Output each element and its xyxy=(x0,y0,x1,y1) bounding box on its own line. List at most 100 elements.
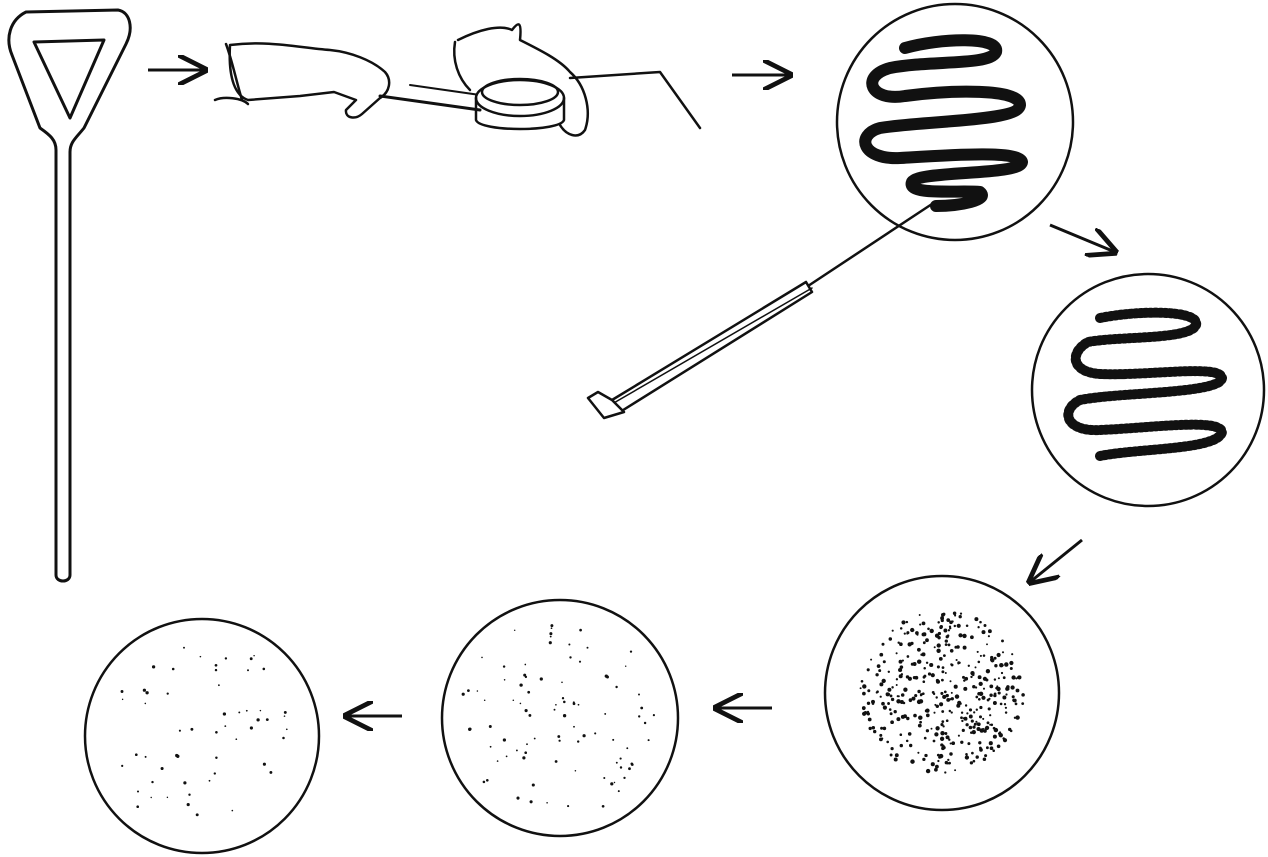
colony-dot xyxy=(986,643,988,646)
colony-dot xyxy=(630,762,634,766)
colony-dot xyxy=(586,646,589,649)
colony-dot xyxy=(550,627,553,630)
colony-dot xyxy=(899,642,903,647)
colony-dot xyxy=(915,631,919,635)
colony-dot xyxy=(951,741,956,746)
colony-dot xyxy=(979,654,982,657)
colony-dot xyxy=(1014,702,1018,706)
colony-dot xyxy=(527,690,531,694)
colony-dot xyxy=(582,734,586,738)
colony-dot xyxy=(199,655,202,658)
colony-dot xyxy=(956,645,960,649)
colony-dot xyxy=(1004,711,1008,714)
colony-dot xyxy=(906,655,910,658)
colony-dot xyxy=(893,710,897,714)
colony-dot xyxy=(894,753,899,758)
colony-dot xyxy=(1001,639,1004,643)
colony-dot xyxy=(871,699,875,704)
colony-dot xyxy=(975,720,978,723)
colony-dot xyxy=(935,726,940,731)
colony-dot xyxy=(238,711,241,714)
colony-dot xyxy=(900,693,905,697)
colony-dot xyxy=(911,696,916,701)
colony-dot xyxy=(992,734,997,739)
colony-dot xyxy=(961,728,965,732)
colony-dot xyxy=(526,743,528,746)
colony-dot xyxy=(895,652,898,655)
colony-dot xyxy=(942,694,947,699)
colony-dot xyxy=(937,759,940,763)
dense-colony-plate xyxy=(823,574,1061,812)
colony-dot xyxy=(978,681,983,687)
colony-dot xyxy=(896,699,901,704)
colony-dot xyxy=(868,726,872,731)
colony-dot xyxy=(983,624,987,627)
colony-dot xyxy=(629,650,633,653)
spreader-tool xyxy=(7,8,132,583)
colony-dot xyxy=(936,648,941,653)
colony-dot xyxy=(941,746,945,751)
colony-dot xyxy=(1002,695,1007,700)
colony-dot xyxy=(944,760,949,765)
colony-dot xyxy=(1000,671,1004,675)
colony-dot xyxy=(941,670,945,674)
colony-dot xyxy=(1011,695,1015,699)
colony-dot xyxy=(952,611,957,616)
colony-dot xyxy=(921,652,926,657)
colony-dot xyxy=(615,685,618,689)
colony-dot xyxy=(941,720,945,723)
colony-dot xyxy=(1006,685,1010,689)
colony-dot xyxy=(930,727,933,730)
colony-dot xyxy=(949,698,952,701)
colony-dot xyxy=(638,693,640,696)
colony-dot xyxy=(867,717,872,722)
colony-dot xyxy=(912,662,917,666)
arrow-down-left-icon xyxy=(1030,538,1083,582)
colony-dot xyxy=(947,758,950,762)
colony-dot xyxy=(948,625,952,628)
colony-dot xyxy=(870,658,873,661)
colony-dot xyxy=(882,660,886,664)
colony-dot xyxy=(524,751,528,755)
colony-dot xyxy=(994,664,998,668)
colony-dot xyxy=(918,614,921,616)
colony-dot xyxy=(890,747,894,751)
colony-dot xyxy=(1013,716,1017,719)
colony-dot xyxy=(924,753,928,758)
colony-dot xyxy=(626,747,629,750)
colony-dot xyxy=(950,691,953,694)
colony-dot xyxy=(968,714,973,719)
colony-dot xyxy=(957,700,962,705)
colony-dot xyxy=(946,618,951,622)
colony-dot xyxy=(981,695,986,700)
colony-dot xyxy=(996,744,1001,749)
colony-dot xyxy=(529,800,533,804)
colony-dot xyxy=(929,628,934,634)
colony-dot xyxy=(976,650,979,653)
colony-dot xyxy=(601,804,605,808)
colony-dot xyxy=(950,697,954,701)
colony-dot xyxy=(121,764,124,768)
colony-dot xyxy=(1009,660,1014,666)
colony-dot xyxy=(249,657,253,661)
colony-dot xyxy=(878,669,882,673)
colony-dot xyxy=(997,677,1000,680)
colony-dot xyxy=(1001,664,1004,667)
colony-dot xyxy=(972,759,976,763)
colony-dot xyxy=(862,707,866,711)
colony-dot xyxy=(970,675,973,679)
colony-dot xyxy=(1012,698,1017,703)
colony-dot xyxy=(990,658,995,663)
colony-dot xyxy=(214,663,218,667)
colony-dot xyxy=(982,676,987,681)
colony-dot xyxy=(979,620,982,624)
colony-dot xyxy=(977,626,980,629)
colony-dot xyxy=(935,678,939,682)
colony-dot xyxy=(567,805,570,808)
colony-dot xyxy=(574,770,577,772)
colony-dot xyxy=(548,641,552,645)
colony-dot xyxy=(885,692,890,696)
colony-dot xyxy=(247,669,249,672)
colony-dot xyxy=(145,691,149,695)
colony-dot xyxy=(934,767,938,772)
